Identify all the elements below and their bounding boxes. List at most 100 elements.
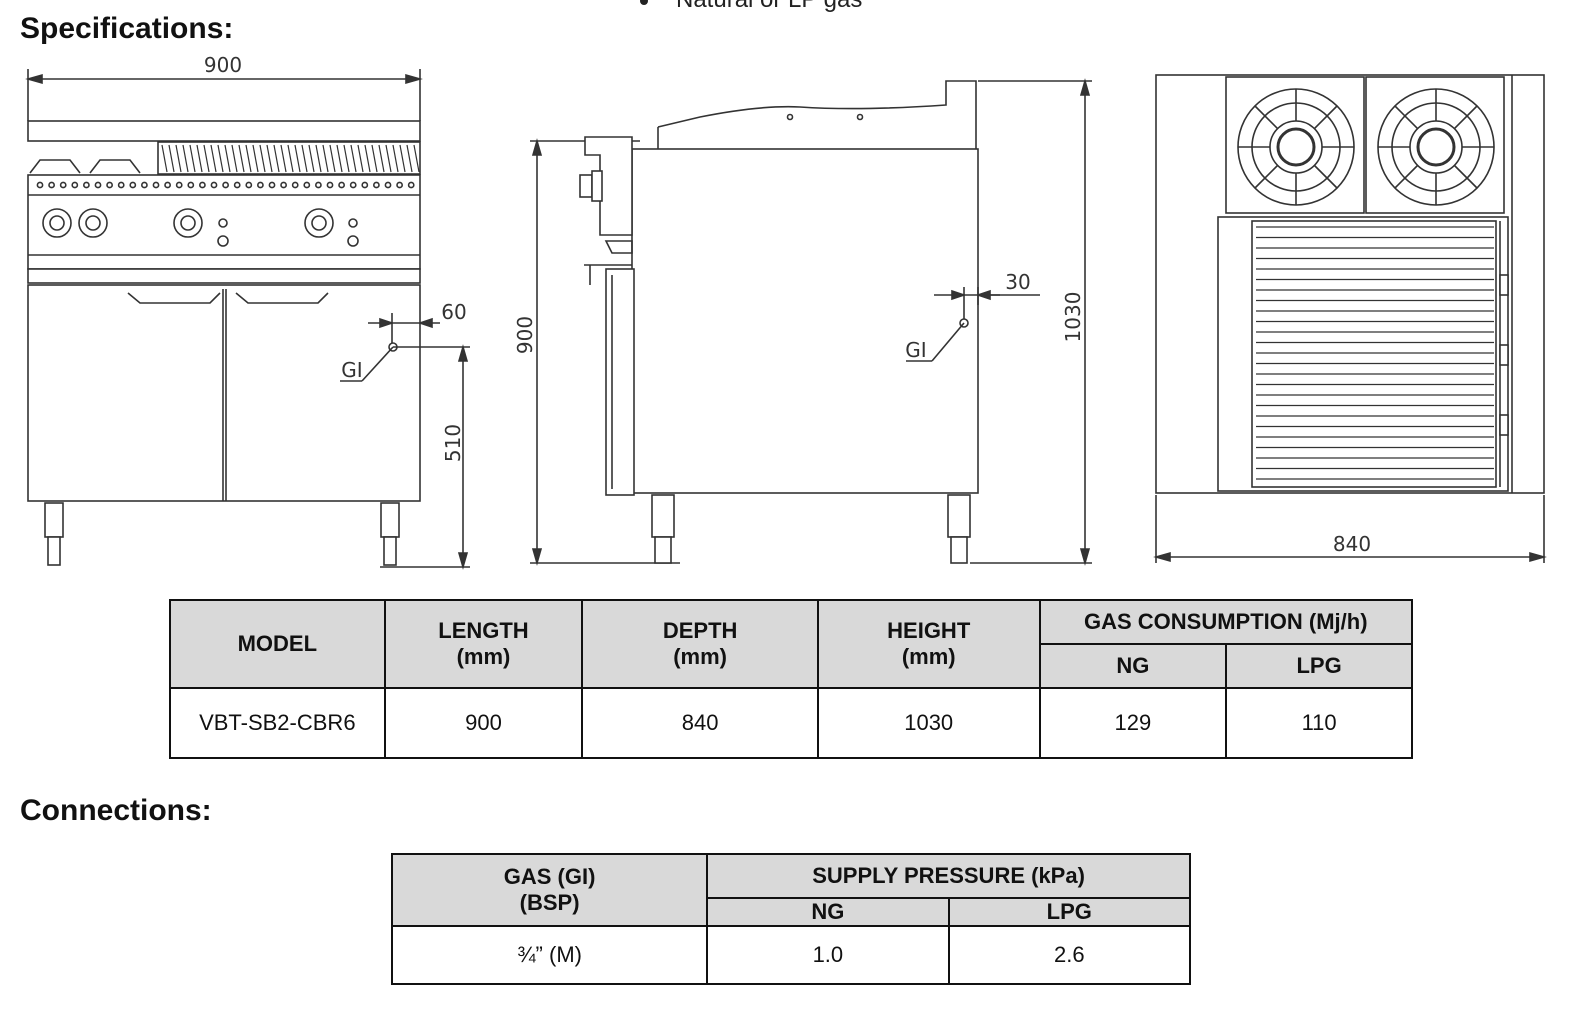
vent-hole [268, 181, 276, 189]
grill-bar [266, 144, 273, 173]
front-gas-label: GI [341, 358, 362, 382]
vent-hole [326, 181, 334, 189]
vent-hole [106, 181, 113, 189]
grill-bar [203, 144, 210, 173]
side-view-drawing: 900 30 GI 1030 [513, 78, 1092, 566]
vent-hole [36, 181, 44, 189]
side-height-label: 900 [513, 316, 537, 354]
specifications-table: MODEL LENGTH(mm) DEPTH(mm) HEIGHT(mm) GA… [169, 599, 1414, 759]
supply-pressure-header: SUPPLY PRESSURE (kPa) [706, 853, 1191, 899]
grill-bar [161, 144, 168, 173]
vent-hole [198, 181, 206, 189]
depth-header-label: DEPTH [662, 618, 738, 643]
grill-bar [217, 144, 224, 173]
pressure-ng-header: NG [706, 897, 950, 927]
gas-type-bullet: Natural or LP gas [640, 0, 862, 14]
model-header: MODEL [169, 599, 386, 689]
top-depth-label: 840 [1333, 532, 1371, 556]
ng-header: NG [1038, 643, 1228, 689]
vent-hole [256, 181, 264, 189]
grill-bar [259, 144, 266, 173]
length-header-unit: (mm) [456, 644, 511, 669]
vent-hole [245, 181, 253, 189]
gas-connection-label: GAS (GI) [503, 864, 596, 889]
vent-hole [117, 181, 125, 189]
ng-cell: 129 [1038, 687, 1228, 759]
top-view-drawing: 840 [1153, 74, 1547, 563]
vent-hole [233, 181, 241, 189]
depth-header-unit: (mm) [673, 644, 727, 669]
grill-bar [189, 144, 196, 173]
gas-type-text: Natural or LP gas [676, 0, 862, 13]
grill-bar [399, 144, 406, 173]
gas-connection-cell: ¾” (M) [390, 925, 709, 985]
table-row: VBT-SB2-CBR6 900 840 1030 129 110 [169, 687, 1413, 759]
gas-consumption-header: GAS CONSUMPTION (Mj/h) [1038, 599, 1414, 645]
vent-hole [94, 181, 102, 189]
lpg-cell: 110 [1225, 687, 1413, 759]
grill-bar [413, 144, 420, 173]
vent-hole [129, 181, 137, 189]
model-cell: VBT-SB2-CBR6 [169, 687, 386, 759]
side-total-height-label: 1030 [1061, 292, 1085, 343]
vent-hole [71, 181, 79, 189]
vent-hole [187, 181, 195, 189]
grill-bar [294, 144, 301, 173]
vent-hole [314, 181, 322, 189]
lpg-header: LPG [1225, 643, 1413, 689]
depth-header: DEPTH(mm) [581, 599, 819, 689]
vent-hole [59, 181, 67, 189]
grill-bar [315, 144, 322, 173]
vent-hole [222, 181, 229, 189]
length-cell: 900 [383, 687, 584, 759]
grill-bar [245, 144, 252, 173]
grill-bar [336, 144, 343, 173]
vent-hole [164, 181, 171, 189]
grill-bar [329, 144, 336, 173]
grill-bar [287, 144, 294, 173]
vent-hole [280, 181, 287, 189]
grill-bar [238, 144, 245, 173]
vent-hole [396, 181, 403, 189]
grill-bar [378, 144, 385, 173]
pressure-ng-cell: 1.0 [706, 925, 950, 985]
grill-bar [406, 144, 413, 173]
grill-bar [357, 144, 364, 173]
grill-bar [231, 144, 238, 173]
vent-hole [361, 181, 369, 189]
height-cell: 1030 [816, 687, 1041, 759]
vent-hole [303, 181, 311, 189]
grill-bar [385, 144, 392, 173]
grill-bar [308, 144, 315, 173]
front-view-drawing: 900 60 [25, 55, 470, 570]
pressure-lpg-header: LPG [947, 897, 1192, 927]
grill-bar [280, 144, 287, 173]
pressure-lpg-cell: 2.6 [947, 925, 1192, 985]
vent-hole [175, 181, 183, 189]
depth-cell: 840 [581, 687, 819, 759]
technical-drawings: 900 60 [25, 55, 1547, 570]
grill-bar [364, 144, 371, 173]
vent-hole [140, 181, 148, 189]
side-gas-label: GI [905, 338, 926, 362]
height-header-label: HEIGHT [887, 618, 971, 643]
grill-bar [182, 144, 189, 173]
front-width-label: 900 [204, 55, 242, 77]
vent-hole [372, 181, 380, 189]
connections-heading: Connections: [20, 794, 212, 827]
vent-hole [407, 181, 415, 189]
grill-bar [322, 144, 329, 173]
gas-connection-unit: (BSP) [519, 890, 580, 915]
vent-hole [384, 181, 392, 189]
grill-bar [168, 144, 175, 173]
bullet-dot-icon [640, 0, 648, 5]
vent-hole [152, 181, 160, 189]
length-header-label: LENGTH [438, 618, 529, 643]
table-row: ¾” (M) 1.0 2.6 [390, 925, 1192, 985]
grill-bar [350, 144, 357, 173]
side-offset-label: 30 [1005, 270, 1030, 294]
length-header: LENGTH(mm) [383, 599, 584, 689]
grill-bar [210, 144, 217, 173]
height-header: HEIGHT(mm) [816, 599, 1041, 689]
grill-bar [301, 144, 308, 173]
